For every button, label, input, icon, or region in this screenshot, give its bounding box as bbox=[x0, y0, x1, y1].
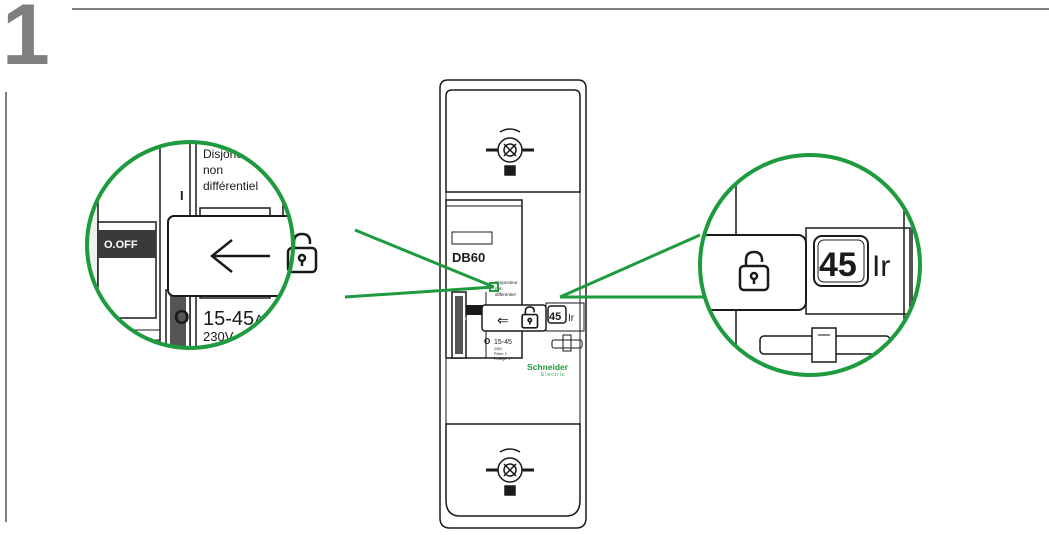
brand-logo: Schneider bbox=[527, 362, 569, 372]
screw-bottom bbox=[486, 448, 534, 496]
device-model: DB60 bbox=[452, 250, 485, 265]
arrow-left-icon bbox=[209, 239, 270, 273]
zoom-rating-value: 15-45 bbox=[203, 308, 254, 330]
zoom-indicator-on: I bbox=[180, 188, 184, 203]
device-rating: 15-45 bbox=[494, 339, 512, 346]
ac-wave-icon bbox=[241, 333, 263, 343]
zoom-title-line-3: différentiel bbox=[203, 179, 258, 193]
device-protected: Protégé: 1 bbox=[494, 357, 510, 361]
device-setting-value: 45 bbox=[549, 311, 561, 323]
zoom-indicator-off: O bbox=[174, 307, 190, 329]
device-title-line-2: non bbox=[495, 286, 503, 291]
brand-sub: Electric bbox=[541, 372, 565, 378]
device-setting-label: Ir bbox=[568, 313, 575, 324]
top-rule bbox=[72, 8, 1049, 10]
device-poles: Pôles: 2 bbox=[494, 352, 507, 356]
bottom-cover bbox=[445, 423, 581, 517]
device-arrow-icon: ⇐ bbox=[497, 312, 509, 328]
top-cover bbox=[445, 89, 581, 193]
padlock-icon-right bbox=[738, 250, 770, 292]
zoom-title-line-2: non bbox=[203, 163, 223, 177]
zoom-setting-value: 45 bbox=[819, 246, 857, 284]
left-rule bbox=[5, 92, 7, 522]
device-indicator-off: O bbox=[484, 337, 490, 346]
device-padlock-icon bbox=[521, 306, 539, 329]
callout-connectors bbox=[344, 228, 720, 299]
zoom-setting-label: Ir bbox=[872, 250, 890, 283]
zoom-off-label: O.OFF bbox=[104, 239, 138, 251]
device-title-line-3: différentiel bbox=[495, 292, 516, 297]
zoom-title-line-1: Disjoncteur bbox=[203, 147, 263, 161]
screw-top bbox=[486, 128, 534, 176]
right-magnifier: 45 Ir bbox=[698, 153, 922, 377]
left-magnifier: O.OFF Disjoncteur non différentiel I O 1… bbox=[85, 140, 318, 376]
setting-window bbox=[813, 235, 869, 287]
device-off-label: O.OFF bbox=[463, 316, 477, 321]
device-voltage: 230V bbox=[494, 347, 503, 351]
device-title: Disjoncteur non différentiel bbox=[495, 280, 518, 297]
device-title-line-1: Disjoncteur bbox=[495, 280, 518, 285]
zoom-protected: Protégé: 1 bbox=[203, 362, 259, 376]
breaker-device bbox=[439, 79, 587, 529]
step-number: 1 bbox=[2, 0, 50, 83]
